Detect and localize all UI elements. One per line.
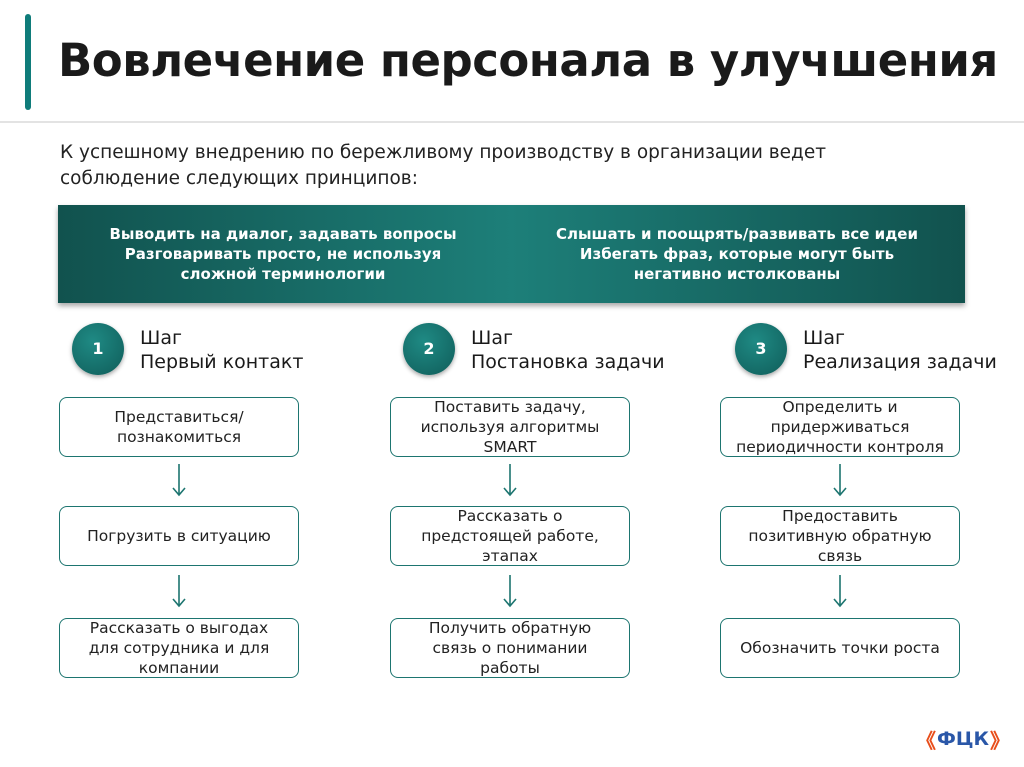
box-line: позитивную обратную <box>748 527 932 545</box>
step-label: Шаг <box>803 327 845 349</box>
step-3-box-1: Определить и придерживаться периодичност… <box>720 397 960 457</box>
logo-right-chevron-icon: 》 <box>990 728 1010 753</box>
box-line: связь о понимании <box>432 639 588 657</box>
step-number-circle: 1 <box>72 323 124 375</box>
box-line: связь <box>817 547 863 565</box>
box-line: Рассказать о <box>457 507 563 525</box>
down-arrow-icon <box>172 575 186 608</box>
banner-line: Выводить на диалог, задавать вопросы <box>109 225 457 243</box>
step-title: Шаг Первый контакт <box>140 326 303 374</box>
box-line: используя алгоритмы <box>420 418 600 436</box>
banner-right-column: Слышать и поощрять/развивать все идеи Из… <box>517 224 957 284</box>
fck-logo: 《 ФЦК 》 <box>916 726 1010 753</box>
box-line: Рассказать о выгодах <box>89 619 269 637</box>
step-name: Постановка задачи <box>471 351 665 373</box>
step-3-box-2: Предоставить позитивную обратную связь <box>720 506 960 566</box>
step-1-box-2: Погрузить в ситуацию <box>59 506 299 566</box>
step-label: Шаг <box>140 327 182 349</box>
step-title: Шаг Реализация задачи <box>803 326 997 374</box>
step-name: Реализация задачи <box>803 351 997 373</box>
step-label: Шаг <box>471 327 513 349</box>
box-line: SMART <box>483 438 537 456</box>
page-title: Вовлечение персонала в улучшения <box>58 34 998 87</box>
box-line: познакомиться <box>116 428 242 446</box>
step-1-box-1: Представиться/ познакомиться <box>59 397 299 457</box>
step-number-circle: 3 <box>735 323 787 375</box>
logo-left-chevron-icon: 《 <box>916 728 936 753</box>
box-line: компании <box>138 659 220 677</box>
intro-text: К успешному внедрению по бережливому про… <box>60 140 960 192</box>
step-2-box-1: Поставить задачу, используя алгоритмы SM… <box>390 397 630 457</box>
title-divider <box>0 121 1024 123</box>
banner-line: негативно истолкованы <box>633 265 841 283</box>
box-line: Представиться/ <box>114 408 244 426</box>
banner-line: Избегать фраз, которые могут быть <box>579 245 895 263</box>
box-line: Предоставить <box>782 507 898 525</box>
step-3-box-3: Обозначить точки роста <box>720 618 960 678</box>
down-arrow-icon <box>833 464 847 497</box>
box-line: Определить и <box>782 398 898 416</box>
down-arrow-icon <box>833 575 847 608</box>
box-line: работы <box>480 659 540 677</box>
banner-left-column: Выводить на диалог, задавать вопросы Раз… <box>63 224 503 284</box>
down-arrow-icon <box>503 575 517 608</box>
intro-line: соблюдение следующих принципов: <box>60 168 418 189</box>
down-arrow-icon <box>503 464 517 497</box>
step-2-box-2: Рассказать о предстоящей работе, этапах <box>390 506 630 566</box>
box-line: Обозначить точки роста <box>740 639 940 657</box>
banner-line: Разговаривать просто, не используя <box>124 245 442 263</box>
intro-line: К успешному внедрению по бережливому про… <box>60 142 826 163</box>
title-accent-bar <box>25 14 31 110</box>
box-line: периодичности контроля <box>736 438 944 456</box>
box-line: придерживаться <box>770 418 910 436</box>
banner-line: сложной терминологии <box>180 265 386 283</box>
principles-banner: Выводить на диалог, задавать вопросы Раз… <box>58 205 965 303</box>
box-line: Поставить задачу, <box>434 398 586 416</box>
banner-line: Слышать и поощрять/развивать все идеи <box>555 225 918 243</box>
box-line: Получить обратную <box>428 619 592 637</box>
box-line: Погрузить в ситуацию <box>87 527 271 545</box>
step-number-circle: 2 <box>403 323 455 375</box>
step-2-box-3: Получить обратную связь о понимании рабо… <box>390 618 630 678</box>
step-name: Первый контакт <box>140 351 304 373</box>
down-arrow-icon <box>172 464 186 497</box>
step-title: Шаг Постановка задачи <box>471 326 665 374</box>
logo-text: ФЦК <box>937 728 989 750</box>
box-line: для сотрудника и для <box>88 639 270 657</box>
box-line: предстоящей работе, <box>421 527 599 545</box>
step-1-box-3: Рассказать о выгодах для сотрудника и дл… <box>59 618 299 678</box>
box-line: этапах <box>482 547 538 565</box>
